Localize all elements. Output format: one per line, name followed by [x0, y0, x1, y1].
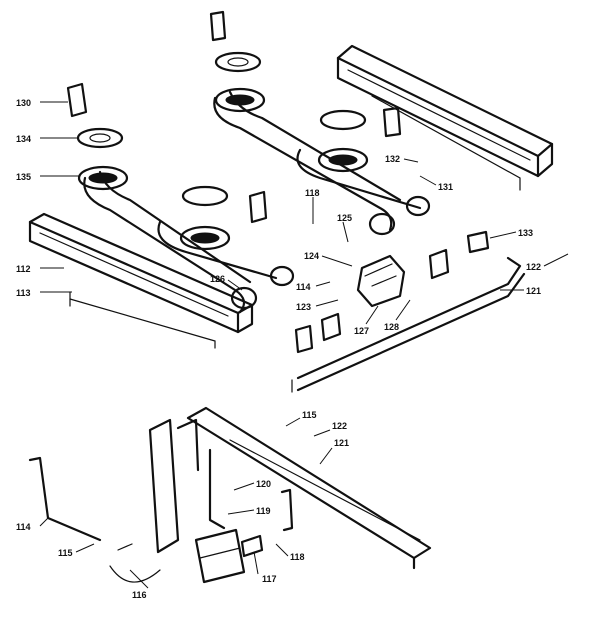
callout-130: 130	[16, 98, 31, 108]
callout-121-bottom: 121	[334, 438, 349, 448]
callout-134: 134	[16, 134, 31, 144]
gas-manifold	[291, 256, 526, 393]
callout-118-bottom: 118	[290, 552, 305, 562]
callout-127: 127	[354, 326, 369, 336]
burner-heads	[76, 51, 369, 251]
callout-117: 117	[262, 574, 277, 584]
burner-tubes	[83, 90, 422, 314]
callout-131: 131	[438, 182, 453, 192]
callout-126: 126	[210, 274, 225, 284]
callout-125: 125	[337, 213, 352, 223]
callout-112: 112	[16, 264, 31, 274]
callout-122-bottom: 122	[332, 421, 347, 431]
callout-113: 113	[16, 288, 31, 298]
igniters	[66, 10, 402, 224]
callout-116: 116	[132, 590, 147, 600]
callout-115-bottom: 115	[58, 548, 73, 558]
orifice-fittings	[294, 230, 490, 354]
callout-120: 120	[256, 479, 271, 489]
callout-118: 118	[305, 188, 320, 198]
callout-121-top: 121	[526, 286, 541, 296]
callout-122-top: 122	[526, 262, 541, 272]
callout-119: 119	[256, 506, 271, 516]
callout-124: 124	[304, 251, 319, 261]
callout-123: 123	[296, 302, 311, 312]
callout-128: 128	[384, 322, 399, 332]
callout-135: 135	[16, 172, 31, 182]
callout-133: 133	[518, 228, 533, 238]
part-callouts: 130 134 135 112 113 118 125 124 126 114 …	[16, 98, 541, 600]
callout-115-top: 115	[302, 410, 317, 420]
lower-manifold-assembly	[28, 406, 432, 584]
callout-114-bottom: 114	[16, 522, 31, 532]
right-burner-rail	[336, 44, 554, 191]
valve-block	[356, 254, 406, 308]
callout-132: 132	[385, 154, 400, 164]
air-shutters	[230, 195, 431, 310]
callout-114: 114	[296, 282, 311, 292]
leader-lines	[39, 101, 569, 589]
